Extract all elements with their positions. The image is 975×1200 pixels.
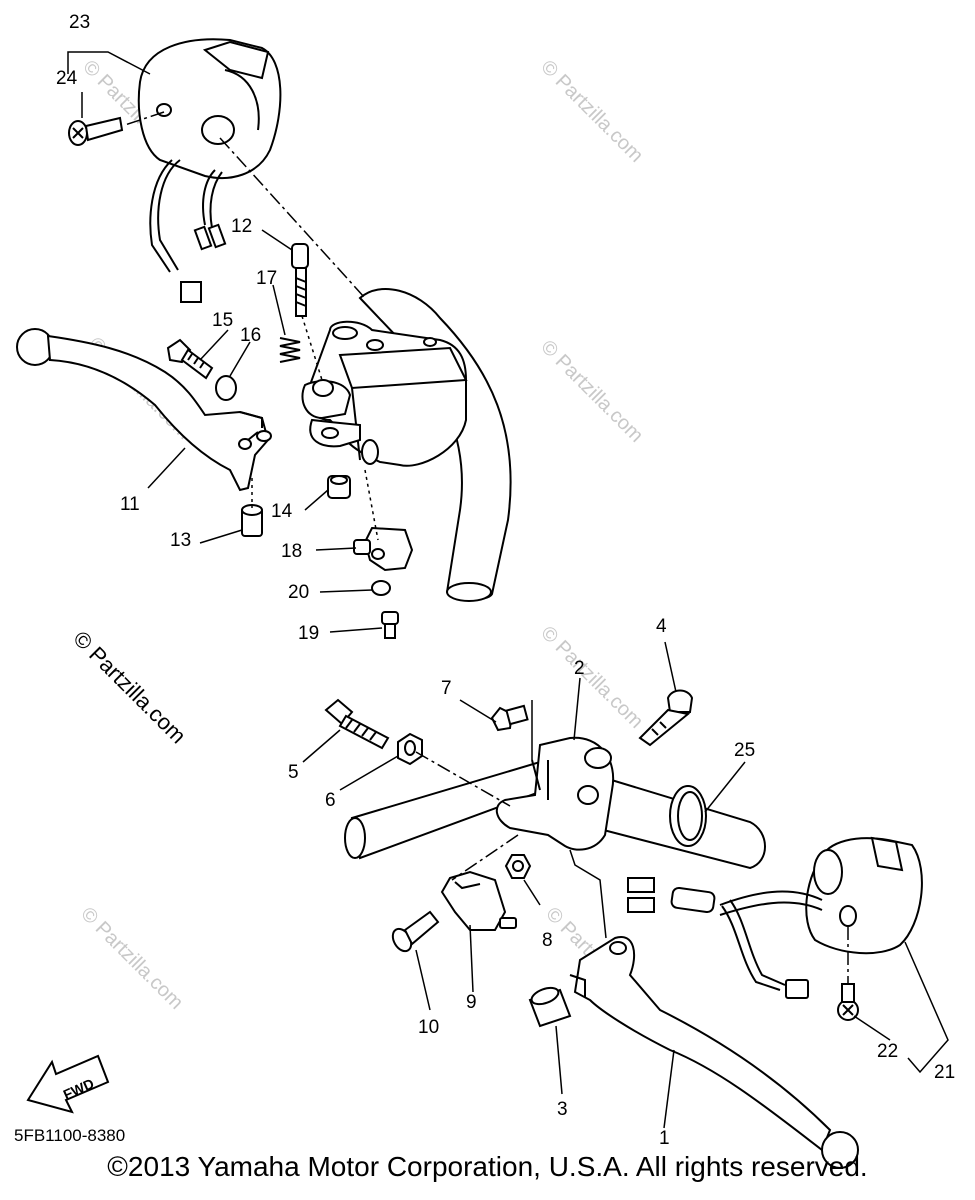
wire-connector (627, 897, 655, 913)
callout-8: 8 (542, 930, 553, 951)
watermark: © Partzilla.com (536, 622, 647, 733)
spring-17 (279, 337, 301, 363)
callout-15: 15 (212, 310, 233, 331)
bolt-15 (166, 338, 214, 380)
assembly-line (569, 849, 607, 939)
forward-arrow-icon: FWD (26, 1054, 110, 1114)
switch-housing-detail (224, 69, 260, 131)
callout-10: 10 (418, 1017, 439, 1038)
clutch-switch-9 (440, 870, 517, 931)
wire-harness (209, 171, 223, 229)
switch-housing-detail (202, 40, 270, 80)
leader-lines (67, 51, 949, 1129)
callout-2: 2 (574, 658, 585, 679)
nut-6 (397, 732, 423, 766)
callout-22: 22 (877, 1041, 898, 1062)
centerline (124, 111, 165, 126)
callouts: 23 24 12 17 15 16 11 13 14 18 20 19 4 7 … (56, 12, 955, 1149)
watermarks: © Partzilla.com © Partzilla.com © Partzi… (68, 56, 652, 1014)
copyright-notice: ©2013 Yamaha Motor Corporation, U.S.A. A… (107, 1151, 868, 1182)
screw-22 (837, 983, 859, 1021)
washer-20 (371, 580, 391, 596)
callout-14: 14 (271, 501, 293, 522)
wire-connector (180, 281, 202, 303)
wire-connector (670, 886, 716, 914)
watermark: © Partzilla.com (76, 903, 187, 1014)
nut-14 (327, 475, 351, 499)
grip-25 (586, 773, 766, 870)
callout-5: 5 (288, 762, 299, 783)
clutch-lever-1 (569, 936, 859, 1169)
brake-switch-18 (353, 526, 414, 572)
switch-housing-right (805, 836, 923, 955)
collar-3 (528, 986, 572, 1028)
callout-11: 11 (120, 494, 140, 515)
handlebar-end (344, 817, 366, 859)
bolt-7 (490, 704, 529, 732)
callout-25: 25 (734, 740, 755, 761)
screw-19 (381, 611, 399, 639)
nut-16 (215, 375, 237, 401)
callout-3: 3 (557, 1099, 568, 1120)
assembly-line (364, 469, 379, 541)
wire-harness (729, 899, 786, 986)
callout-24: 24 (56, 68, 78, 89)
callout-16: 16 (240, 325, 261, 346)
brake-lever-11 (16, 328, 272, 492)
wire-harness (719, 901, 823, 916)
lower-assembly (324, 689, 923, 1169)
callout-6: 6 (325, 790, 336, 811)
watermark: © Partzilla.com (68, 626, 191, 749)
handlebar-end (446, 582, 492, 602)
wire-connector (193, 225, 213, 251)
callout-13: 13 (170, 530, 191, 551)
wire-connector (785, 979, 809, 999)
callout-23: 23 (69, 12, 90, 33)
callout-12: 12 (231, 216, 252, 237)
wire-harness (157, 159, 181, 271)
callout-18: 18 (281, 541, 302, 562)
bolt-12 (291, 243, 309, 317)
wire-harness (721, 905, 781, 991)
callout-4: 4 (656, 616, 667, 637)
wire-harness (149, 159, 173, 273)
centerline (415, 751, 511, 807)
upper-assembly (16, 38, 512, 639)
screw-10 (391, 910, 440, 953)
centerline (451, 834, 519, 881)
bolt-5 (324, 698, 390, 750)
callout-17: 17 (256, 268, 277, 289)
nut-8 (504, 854, 532, 879)
watermark: © Partzilla.com (536, 336, 647, 447)
callout-20: 20 (288, 582, 309, 603)
diagram-code: 5FB1100-8380 (14, 1126, 125, 1145)
collar-13 (241, 504, 263, 537)
lever-holder-2 (495, 736, 615, 851)
wire-connector (207, 223, 227, 249)
callout-7: 7 (441, 678, 452, 699)
callout-1: 1 (659, 1128, 670, 1149)
wire-connector (627, 877, 655, 893)
master-cylinder (301, 320, 468, 467)
screw-24 (68, 116, 124, 146)
centerline (219, 137, 366, 299)
switch-hole (201, 115, 235, 145)
callout-9: 9 (466, 992, 477, 1013)
callout-21: 21 (934, 1062, 955, 1083)
assembly-line (301, 315, 323, 381)
callout-19: 19 (298, 623, 319, 644)
watermark: © Partzilla.com (536, 56, 647, 167)
bolt-4 (638, 689, 694, 747)
wire-harness (202, 169, 216, 226)
